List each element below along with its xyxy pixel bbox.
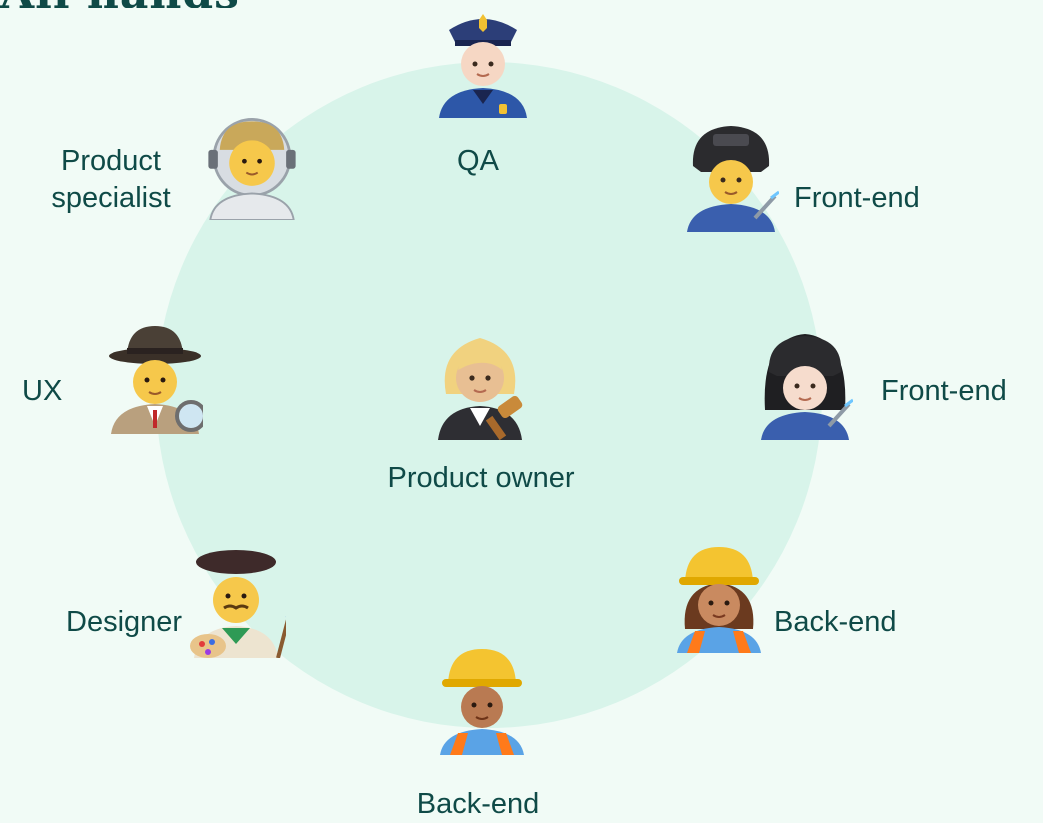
member-label-line: Product specialist <box>51 145 171 214</box>
construction-worker-woman-icon <box>677 547 761 653</box>
member-label: Front-end <box>881 375 1007 407</box>
detective-icon <box>109 326 203 434</box>
member-label: Back-end <box>774 606 897 638</box>
member-label: Designer <box>66 606 183 638</box>
member-label: Back-end <box>416 788 540 820</box>
member-label: Product specialist <box>40 143 182 217</box>
artist-icon <box>190 550 286 658</box>
construction-worker-man-icon <box>440 649 524 755</box>
police-officer-icon <box>439 14 527 118</box>
page-heading: All hands <box>0 0 240 8</box>
welder-man-icon <box>687 126 779 232</box>
astronaut-icon <box>208 118 296 220</box>
member-label: Front-end <box>794 182 920 214</box>
member-label: UX <box>22 375 63 407</box>
judge-icon <box>438 338 523 440</box>
member-label: QA <box>457 145 499 177</box>
member-label: Product owner <box>387 462 575 494</box>
welder-woman-icon <box>761 334 853 440</box>
